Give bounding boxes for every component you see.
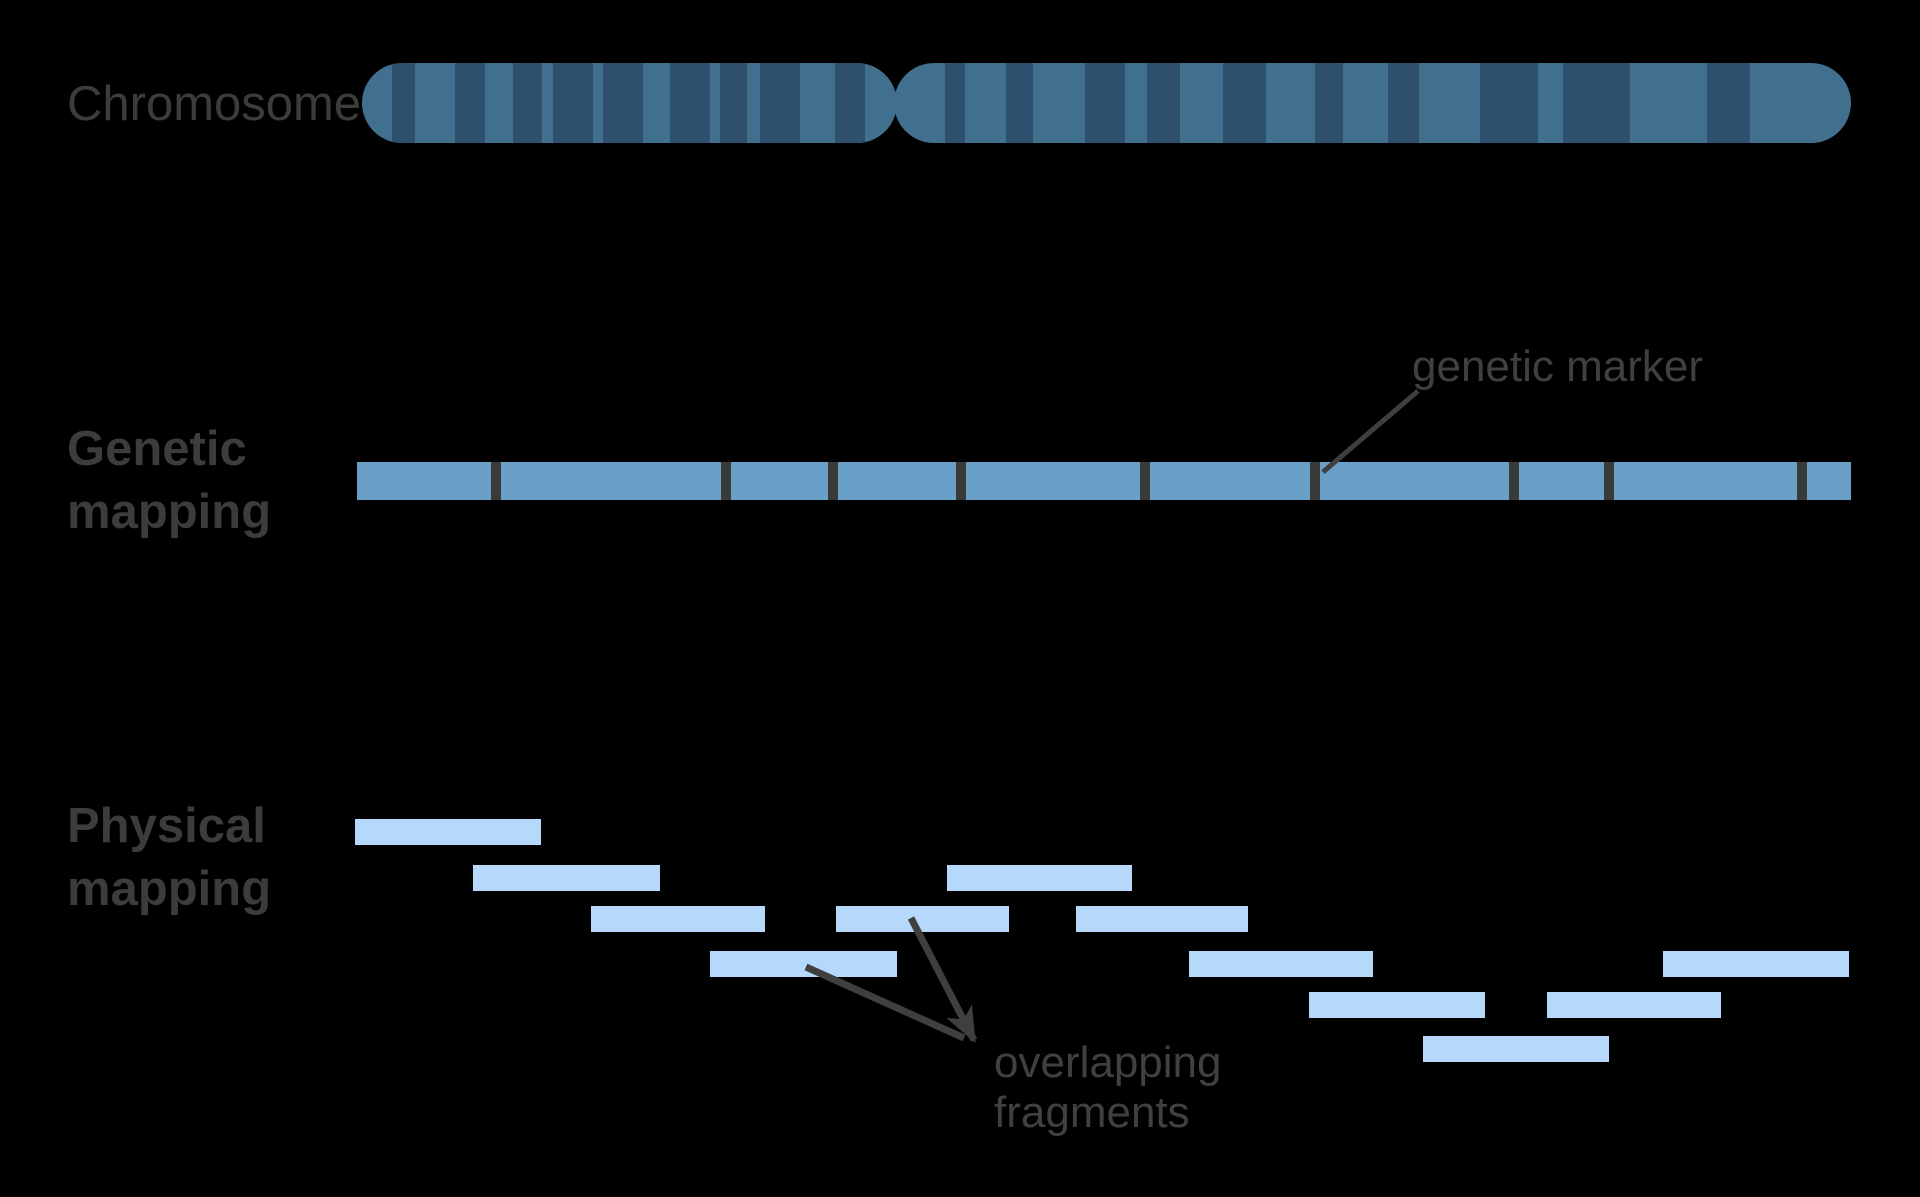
- chromosome-label: Chromosome: [67, 77, 362, 131]
- chromosome-body: [894, 63, 1851, 143]
- genetic-marker-pointer-line: [1321, 389, 1420, 474]
- physical-fragment: [1189, 951, 1373, 977]
- physical-fragment: [1423, 1036, 1609, 1062]
- chromosome-band: [1315, 63, 1343, 143]
- genetic-marker-divider: [1509, 462, 1519, 500]
- genetic-marker-divider: [1310, 462, 1320, 500]
- genetic-map: [357, 462, 1851, 500]
- physical-fragment: [355, 819, 541, 845]
- physical-map: [355, 819, 1849, 1062]
- genetic-marker-divider: [1604, 462, 1614, 500]
- overlapping-fragments-annotation: overlapping fragments: [994, 1038, 1222, 1137]
- chromosome-band: [720, 63, 747, 143]
- chromosome-band: [603, 63, 643, 143]
- genetic-marker-divider: [1797, 462, 1807, 500]
- genetic-map-bar: [357, 462, 1851, 500]
- chromosome-band: [553, 63, 593, 143]
- chromosome-band: [1388, 63, 1419, 143]
- physical-fragment: [1076, 906, 1248, 932]
- physical-fragment: [473, 865, 660, 891]
- chromosome-band: [1085, 63, 1125, 143]
- physical-fragment: [710, 951, 897, 977]
- genetic-marker-divider: [828, 462, 838, 500]
- physical-fragment: [836, 906, 1009, 932]
- chromosome-arm-1: [894, 63, 1851, 143]
- chromosome-band: [1707, 63, 1750, 143]
- chromosome-band: [513, 63, 542, 143]
- chromosome-band: [670, 63, 710, 143]
- physical-mapping-label: Physical mapping: [67, 799, 272, 916]
- genetic-marker-annotation: genetic marker: [1412, 342, 1704, 391]
- overlapping-fragments-pointer-line: [907, 916, 978, 1044]
- chromosome-band: [1480, 63, 1538, 143]
- physical-fragment: [1547, 992, 1721, 1018]
- physical-fragment: [1663, 951, 1849, 977]
- genetic-marker-divider: [956, 462, 966, 500]
- chromosome-band: [1006, 63, 1033, 143]
- chromosome-band: [455, 63, 485, 143]
- genetic-marker-divider: [721, 462, 731, 500]
- genetic-marker-divider: [1140, 462, 1150, 500]
- chromosome-band: [1147, 63, 1180, 143]
- chromosome-arm-0: [362, 63, 897, 143]
- chromosome-band: [835, 63, 865, 143]
- overlapping-fragments-pointer-line: [804, 963, 966, 1042]
- genetic-mapping-label: Genetic mapping: [67, 422, 272, 539]
- chromosome-band: [760, 63, 800, 143]
- chromosome-band: [392, 63, 415, 143]
- physical-fragment: [947, 865, 1132, 891]
- chromosome-band: [1223, 63, 1266, 143]
- physical-fragment: [591, 906, 765, 932]
- genetic-marker-divider: [491, 462, 501, 500]
- chromosome-band: [945, 63, 965, 143]
- physical-fragment: [1309, 992, 1485, 1018]
- chromosome-band: [1563, 63, 1630, 143]
